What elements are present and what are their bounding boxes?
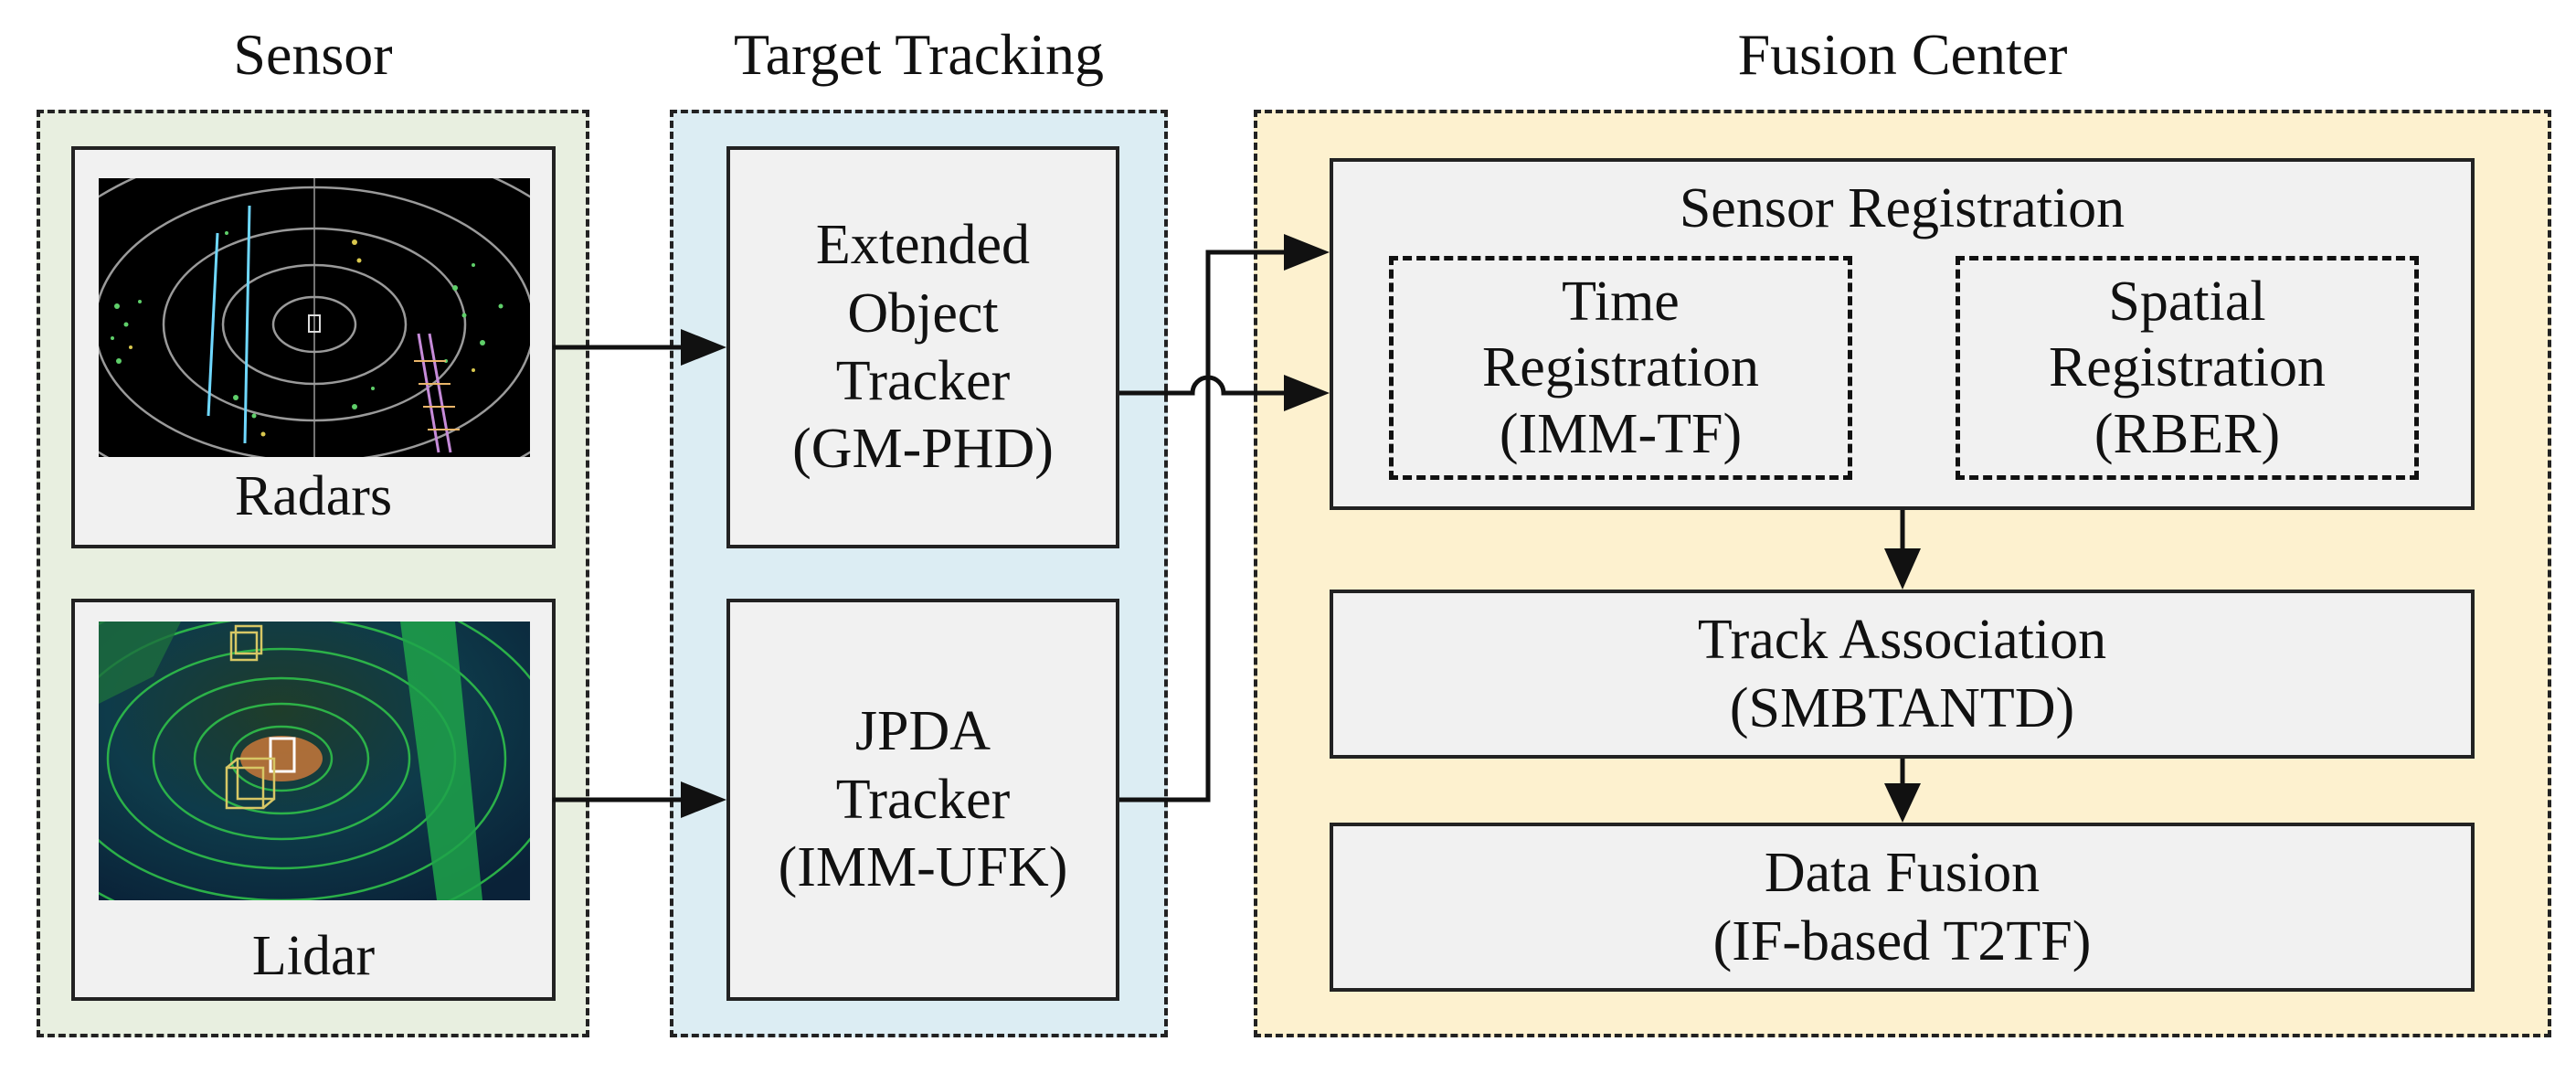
lidar-image: [99, 622, 530, 900]
spatial-registration-box: Spatial Registration (RBER): [1956, 256, 2419, 480]
sensor-registration-title: Sensor Registration: [1679, 177, 2125, 239]
sensor-group-title: Sensor: [233, 22, 393, 87]
arrowhead: [1284, 375, 1330, 411]
spatial-registration-line-3: (RBER): [2094, 402, 2281, 465]
arrowhead: [1284, 234, 1330, 271]
sensor-registration-box: Sensor Registration: [1330, 158, 2475, 510]
fusion-group-title: Fusion Center: [1737, 22, 2068, 87]
radar-scan-graphic: [99, 178, 530, 457]
jpda-tracker-line-2: Tracker: [835, 768, 1011, 831]
radar-image: [99, 178, 530, 457]
extended-tracker-line-2: Object: [847, 282, 999, 345]
data-fusion-box: Data Fusion (IF-based T2TF): [1330, 823, 2475, 992]
radar-label: Radars: [234, 465, 393, 527]
jpda-to-registration-arrow: [1119, 250, 1288, 802]
track-association-line-1: Track Association: [1697, 609, 2107, 672]
track-association-line-2: (SMBTANTD): [1729, 676, 2075, 739]
arrowhead: [681, 781, 726, 818]
arrowhead: [1884, 548, 1921, 590]
extended-to-registration-arrow: [1119, 375, 1288, 396]
lidar-label: Lidar: [251, 925, 376, 987]
arrowhead: [681, 329, 726, 366]
track-association-box: Track Association (SMBTANTD): [1330, 590, 2475, 759]
time-registration-line-3: (IMM-TF): [1499, 402, 1743, 465]
extended-tracker-line-1: Extended: [815, 214, 1031, 277]
jpda-tracker-box: JPDA Tracker (IMM-UFK): [726, 599, 1119, 1001]
time-registration-box: Time Registration (IMM-TF): [1389, 256, 1852, 480]
extended-tracker-line-3: Tracker: [835, 350, 1011, 412]
data-fusion-line-2: (IF-based T2TF): [1712, 909, 2092, 972]
time-registration-line-1: Time: [1562, 270, 1680, 333]
data-fusion-line-1: Data Fusion: [1764, 842, 2041, 905]
jpda-tracker-line-3: (IMM-UFK): [778, 836, 1068, 899]
tracking-group-title: Target Tracking: [734, 22, 1104, 87]
jpda-tracker-line-1: JPDA: [854, 700, 991, 763]
extended-object-tracker-box: Extended Object Tracker (GM-PHD): [726, 146, 1119, 548]
extended-tracker-line-4: (GM-PHD): [792, 418, 1054, 481]
spatial-registration-line-1: Spatial: [2108, 270, 2266, 333]
time-registration-line-2: Registration: [1481, 336, 1760, 399]
spatial-registration-line-2: Registration: [2048, 336, 2327, 399]
arrowhead: [1884, 783, 1921, 823]
lidar-pointcloud-graphic: [99, 622, 530, 900]
